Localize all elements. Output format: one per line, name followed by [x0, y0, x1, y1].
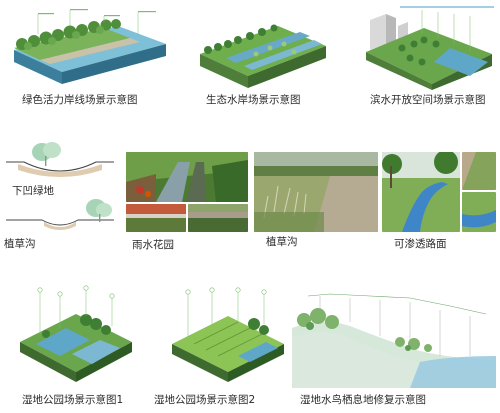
caption-wetland-park-1: 湿地公园场景示意图1 — [22, 394, 124, 406]
caption-open-space: 滨水开放空间场景示意图 — [370, 94, 486, 106]
permeable-path-photo-top — [462, 152, 496, 190]
planting-ditch-sketch — [4, 196, 116, 232]
caption-planting-ditch: 植草沟 — [4, 238, 36, 250]
shoreline-diagram — [8, 4, 168, 90]
caption-wetland-bird: 湿地水鸟栖息地修复示意图 — [300, 394, 426, 406]
sunken-green-sketch — [4, 140, 116, 180]
caption-sunken-green: 下凹绿地 — [12, 185, 54, 197]
rain-garden-photo-left — [126, 204, 186, 232]
caption-permeable-path: 可渗透路面 — [394, 238, 447, 250]
wetland-park-diagram-1 — [16, 282, 136, 388]
open-space-diagram — [362, 4, 496, 90]
wetland-park-diagram-2 — [168, 286, 288, 388]
grass-ditch-photo — [254, 152, 378, 232]
rain-garden-photo-right — [188, 204, 248, 232]
caption-eco-bank: 生态水岸场景示意图 — [206, 94, 301, 106]
permeable-path-photo-bottom — [462, 192, 496, 232]
permeable-path-photo-main — [382, 152, 460, 232]
rain-garden-photo-main — [126, 152, 248, 202]
wetland-bird-diagram — [290, 286, 496, 388]
caption-rain-garden: 雨水花园 — [132, 239, 174, 251]
eco-bank-diagram — [196, 18, 328, 90]
caption-grass-ditch: 植草沟 — [266, 236, 298, 248]
caption-wetland-park-2: 湿地公园场景示意图2 — [154, 394, 256, 406]
caption-shoreline: 绿色活力岸线场景示意图 — [22, 94, 138, 106]
